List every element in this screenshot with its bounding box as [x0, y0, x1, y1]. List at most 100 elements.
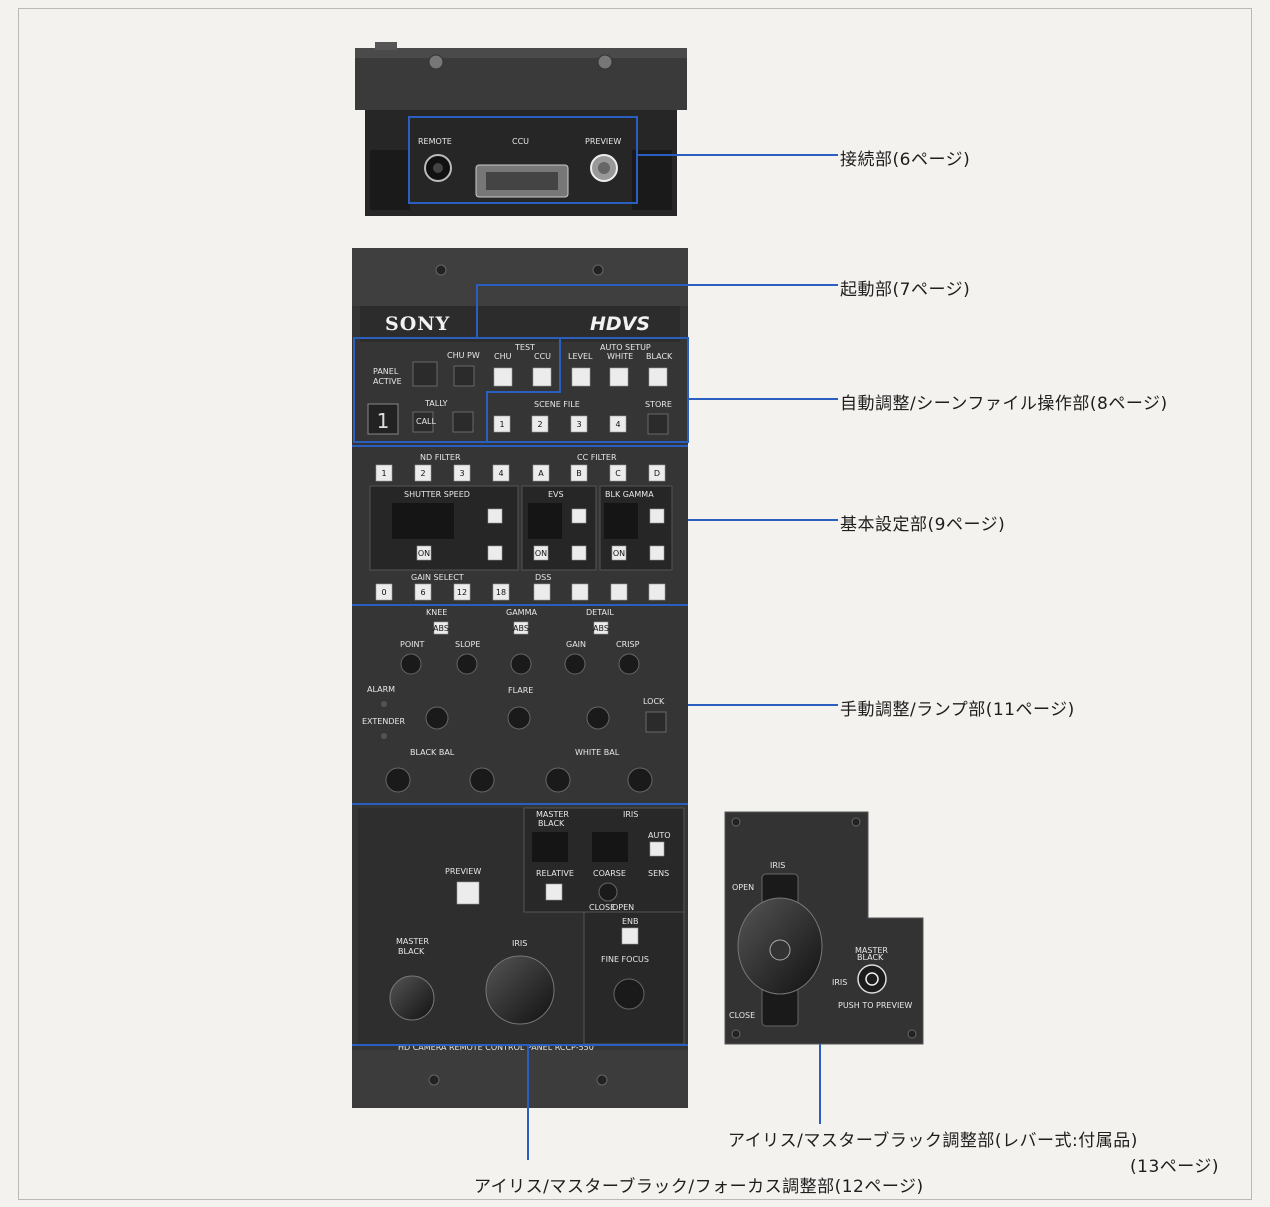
preview-connector-label: PREVIEW	[585, 137, 621, 146]
detail-crisp-label: CRISP	[616, 640, 640, 649]
master-black-push-knob[interactable]	[857, 964, 887, 994]
white-bal-r-knob[interactable]	[545, 767, 571, 793]
blk-gamma-up-button[interactable]	[649, 508, 665, 524]
panel-active-button[interactable]	[412, 361, 438, 387]
open-label-small: OPEN	[612, 903, 634, 912]
store-button[interactable]	[647, 413, 669, 435]
callout-manual-lamp: 手動調整/ランプ部(11ページ)	[840, 700, 1075, 720]
auto-level-button[interactable]	[571, 367, 591, 387]
flare-r-knob[interactable]	[425, 706, 449, 730]
fine-focus-knob[interactable]	[613, 978, 645, 1010]
nd-filter-button-3[interactable]	[453, 464, 471, 482]
gamma-abs-button[interactable]	[513, 621, 529, 635]
scene-file-button-3[interactable]	[570, 415, 588, 433]
nd-filter-button-4[interactable]	[492, 464, 510, 482]
cc-filter-button-b[interactable]	[570, 464, 588, 482]
blk-gamma-on-button[interactable]	[611, 545, 627, 561]
scene-file-button-4[interactable]	[609, 415, 627, 433]
iris-knob[interactable]	[485, 955, 555, 1025]
shutter-up-button[interactable]	[487, 508, 503, 524]
dss-button[interactable]	[533, 583, 551, 601]
detail-crisp-knob[interactable]	[618, 653, 640, 675]
detail-gain-knob[interactable]	[564, 653, 586, 675]
auto-white-button[interactable]	[609, 367, 629, 387]
iris-title-small: IRIS	[623, 810, 638, 819]
callout-lever-line1: アイリス/マスターブラック調整部(レバー式:付属品)	[728, 1131, 1138, 1151]
gain-select-button-18[interactable]	[492, 583, 510, 601]
gain-select-button-6[interactable]	[414, 583, 432, 601]
callout-startup: 起動部(7ページ)	[840, 280, 971, 300]
evs-on-button[interactable]	[533, 545, 549, 561]
knee-point-knob[interactable]	[400, 653, 422, 675]
nd-filter-label-4: 4	[498, 469, 503, 478]
evs-up-button[interactable]	[571, 508, 587, 524]
flare-b-knob[interactable]	[586, 706, 610, 730]
preview-button[interactable]	[456, 881, 480, 905]
flare-g-knob[interactable]	[507, 706, 531, 730]
nd-filter-button-2[interactable]	[414, 464, 432, 482]
master-black-knob-label-2: BLACK	[398, 947, 425, 956]
white-bal-title: WHITE BAL	[575, 748, 620, 757]
lever-close-label: CLOSE	[729, 1011, 755, 1020]
auto-iris-button[interactable]	[649, 841, 665, 857]
blk-gamma-down-button[interactable]	[649, 545, 665, 561]
gain-select-label-6: 6	[420, 588, 425, 597]
chu-pw-button[interactable]	[453, 365, 475, 387]
master-black-knob[interactable]	[389, 975, 435, 1021]
shutter-on-button[interactable]	[416, 545, 432, 561]
scene-file-button-2[interactable]	[531, 415, 549, 433]
auto-black-button[interactable]	[648, 367, 668, 387]
scene-file-label-4: 4	[615, 420, 620, 429]
gain-select-button-12[interactable]	[453, 583, 471, 601]
coarse-knob[interactable]	[598, 882, 618, 902]
lever-iris-title: IRIS	[770, 861, 785, 870]
cc-filter-button-c[interactable]	[609, 464, 627, 482]
test-ccu-label: CCU	[534, 352, 551, 361]
auto-level-label: LEVEL	[568, 352, 593, 361]
relative-button[interactable]	[545, 883, 563, 901]
tally-title: TALLY	[424, 399, 448, 408]
black-bal-title: BLACK BAL	[410, 748, 455, 757]
cc-filter-button-a[interactable]	[532, 464, 550, 482]
evs-on-label: ON	[535, 549, 547, 558]
test-ccu-button[interactable]	[532, 367, 552, 387]
test-chu-button[interactable]	[493, 367, 513, 387]
spare-button-2[interactable]	[610, 583, 628, 601]
auto-white-label: WHITE	[607, 352, 633, 361]
lock-button[interactable]	[645, 711, 667, 733]
lever-master-black-1: MASTER	[855, 946, 888, 955]
scene-file-label-2: 2	[537, 420, 542, 429]
knee-abs-button[interactable]	[433, 621, 449, 635]
evs-down-button[interactable]	[571, 545, 587, 561]
nd-filter-label-1: 1	[381, 469, 386, 478]
callout-iris-focus: アイリス/マスターブラック/フォーカス調整部(12ページ)	[474, 1177, 924, 1197]
connector-unit: REMOTE CCU PREVIEW	[355, 42, 687, 216]
enb-button[interactable]	[621, 927, 639, 945]
flare-title: FLARE	[508, 686, 533, 695]
knee-slope-knob[interactable]	[456, 653, 478, 675]
black-bal-r-knob[interactable]	[385, 767, 411, 793]
gain-select-button-0[interactable]	[375, 583, 393, 601]
nd-filter-button-1[interactable]	[375, 464, 393, 482]
scene-file-title: SCENE FILE	[534, 400, 580, 409]
alarm-lamp	[381, 701, 387, 707]
remote-label: REMOTE	[418, 137, 452, 146]
shutter-on-label: ON	[418, 549, 430, 558]
cc-filter-button-d[interactable]	[648, 464, 666, 482]
black-bal-b-knob[interactable]	[469, 767, 495, 793]
spare-button-1[interactable]	[571, 583, 589, 601]
gain-select-title: GAIN SELECT	[411, 573, 464, 582]
scene-file-button-1[interactable]	[493, 415, 511, 433]
tally-button[interactable]	[452, 411, 474, 433]
detail-abs-button[interactable]	[593, 621, 609, 635]
gamma-knob[interactable]	[510, 653, 532, 675]
knee-abs-label: ABS	[433, 624, 449, 633]
spare-button-3[interactable]	[648, 583, 666, 601]
call-button[interactable]	[412, 411, 434, 433]
panel-active-label-2: ACTIVE	[373, 377, 402, 386]
callout-basic: 基本設定部(9ページ)	[840, 515, 1006, 535]
shutter-down-button[interactable]	[487, 545, 503, 561]
white-bal-b-knob[interactable]	[627, 767, 653, 793]
